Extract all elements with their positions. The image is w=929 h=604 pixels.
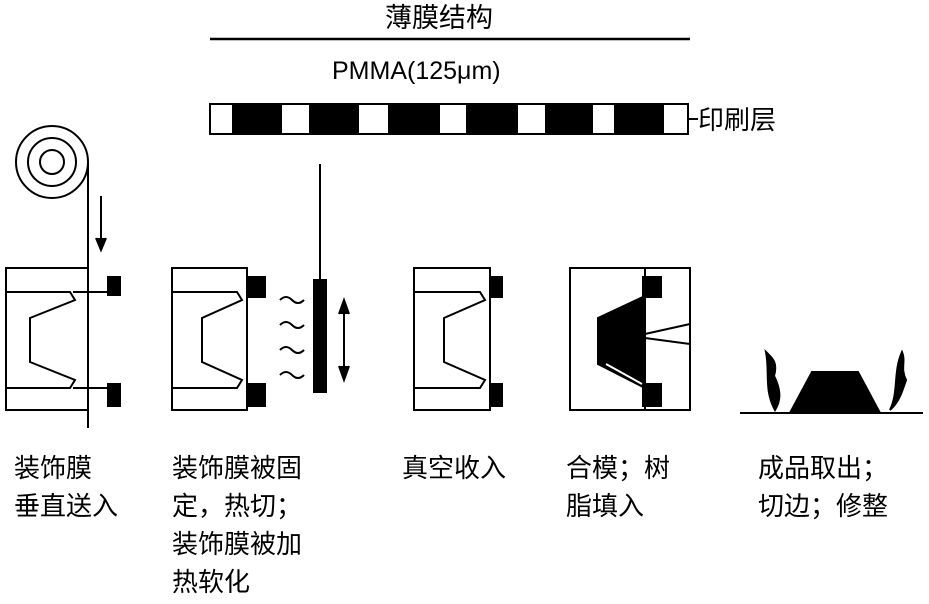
step-1-line-2: 垂直送入 bbox=[14, 492, 119, 522]
mold-1 bbox=[5, 267, 121, 411]
mold-4 bbox=[569, 267, 691, 411]
step-2-line-3: 装饰膜被加 bbox=[172, 530, 303, 560]
film-roll bbox=[15, 125, 89, 428]
heat-waves bbox=[279, 296, 305, 379]
print-layer-label: 印刷层 bbox=[698, 106, 777, 136]
finished-part bbox=[740, 348, 923, 414]
heater-plate bbox=[313, 164, 327, 393]
structure-title: 薄膜结构 bbox=[385, 3, 493, 34]
step-5-line-2: 切边；修整 bbox=[758, 492, 889, 522]
step-3-line-1: 真空收入 bbox=[402, 454, 507, 484]
step-5-line-1: 成品取出； bbox=[758, 454, 889, 484]
print-layer-strip bbox=[209, 103, 689, 135]
step-4-line-1: 合模；树 bbox=[566, 454, 671, 484]
move-arrow bbox=[338, 297, 350, 383]
feed-arrow bbox=[95, 196, 107, 253]
step-2-line-4: 热软化 bbox=[172, 568, 251, 598]
film-material-label: PMMA(125μm) bbox=[332, 57, 501, 85]
step-1-line-1: 装饰膜 bbox=[14, 454, 93, 484]
mold-3 bbox=[413, 267, 503, 411]
step-2-line-1: 装饰膜被固 bbox=[172, 454, 303, 484]
step-4-line-2: 脂填入 bbox=[566, 492, 645, 522]
mold-2 bbox=[171, 267, 266, 411]
step-2-line-2: 定，热切； bbox=[172, 492, 303, 522]
